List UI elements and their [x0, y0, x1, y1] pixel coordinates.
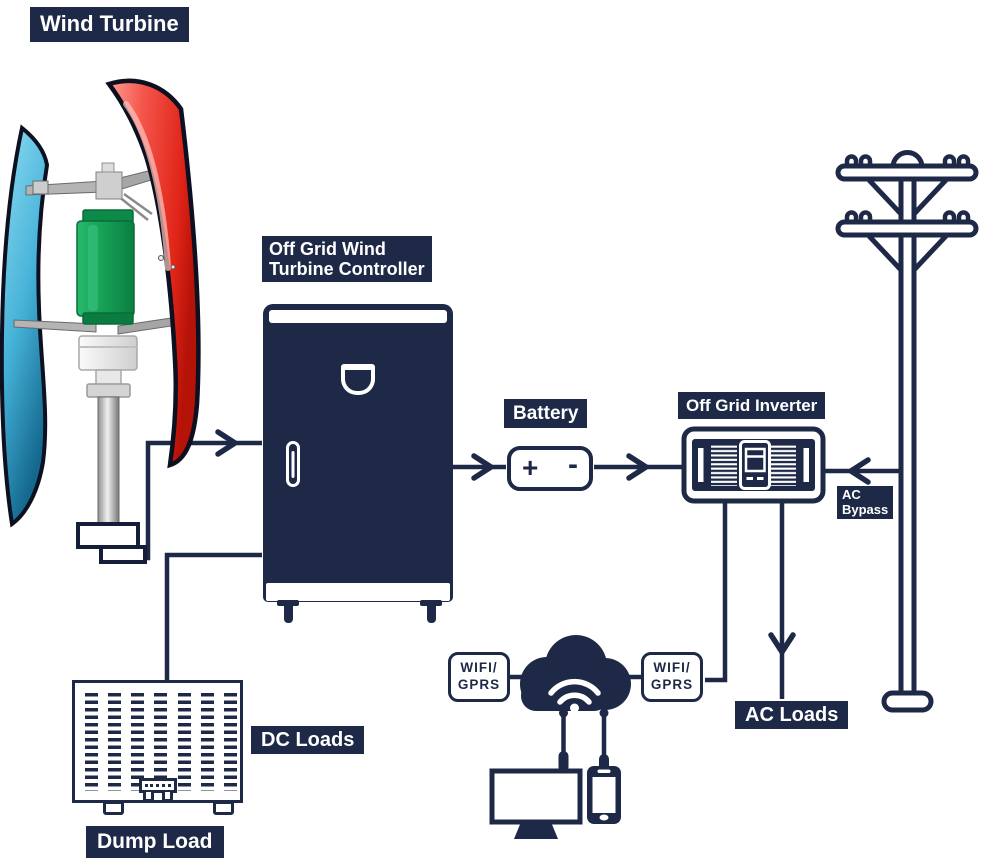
cloud-icon — [520, 635, 631, 718]
dump-load-vents — [85, 693, 237, 791]
arrow-into-inverter-icon — [626, 453, 652, 481]
turbine-blade-red — [105, 78, 201, 469]
monitor-cable-connector — [558, 751, 569, 772]
turbine-mast — [76, 335, 147, 564]
arrow-ac-bypass-icon — [845, 457, 871, 485]
controller-handle-icon — [286, 441, 300, 487]
controller-display-icon — [341, 364, 375, 395]
battery-negative-terminal: - — [568, 447, 578, 481]
wifi-left-line1: WIFI/ — [460, 660, 498, 676]
controller-label: Off Grid Wind Turbine Controller — [262, 236, 432, 283]
wire-controller-to-dump-load — [164, 552, 262, 684]
ac-loads-label: AC Loads — [735, 701, 849, 730]
wifi-right-line1: WIFI/ — [653, 660, 691, 676]
arrow-into-battery-icon — [471, 453, 497, 481]
wifi-icon — [548, 678, 601, 713]
inverter-vent-right — [770, 444, 796, 486]
controller-label-line2: Turbine Controller — [269, 259, 425, 280]
inverter-icon — [681, 426, 826, 504]
battery-label: Battery — [504, 399, 588, 429]
battery-box: + - — [507, 446, 593, 491]
dump-load-connector — [139, 778, 177, 804]
controller-top-band — [269, 310, 447, 323]
ac-bypass-label: AC Bypass — [837, 486, 894, 520]
dump-load-label: Dump Load — [86, 826, 224, 858]
inverter-terminal-left — [698, 448, 704, 482]
wifi-right-line2: GPRS — [650, 677, 694, 692]
arrow-ac-loads-icon — [768, 632, 796, 658]
dump-load-foot-left — [103, 801, 124, 815]
controller-label-line1: Off Grid Wind — [269, 239, 386, 259]
dump-load-foot-right — [213, 801, 234, 815]
inverter-vent-left — [711, 444, 737, 486]
inverter-terminal-right — [803, 448, 809, 482]
wind-turbine-label: Wind Turbine — [30, 7, 189, 42]
inverter-label: Off Grid Inverter — [678, 392, 826, 420]
dump-load-box — [72, 680, 243, 803]
monitor-icon — [489, 751, 583, 839]
inverter-display — [739, 440, 771, 490]
power-pole-icon — [835, 150, 979, 713]
dc-loads-label: DC Loads — [251, 726, 365, 755]
wind-turbine-image — [0, 78, 201, 564]
ac-bypass-label-line2: Bypass — [842, 501, 889, 517]
controller-box — [263, 304, 453, 623]
ac-bypass-label-line1: AC — [842, 487, 861, 502]
phone-icon — [587, 754, 621, 824]
wifi-gprs-module-right: WIFI/ GPRS — [641, 652, 703, 702]
turbine-generator — [76, 209, 135, 325]
controller-caster-left — [277, 600, 299, 626]
controller-caster-right — [420, 600, 442, 626]
wifi-gprs-module-left: WIFI/ GPRS — [448, 652, 510, 702]
arrow-into-controller-icon — [215, 429, 241, 457]
wire-inverter-to-wifi-module — [705, 501, 728, 683]
battery-positive-terminal: + — [522, 451, 539, 483]
controller-bottom-band — [266, 583, 450, 601]
wifi-left-line2: GPRS — [457, 677, 501, 692]
